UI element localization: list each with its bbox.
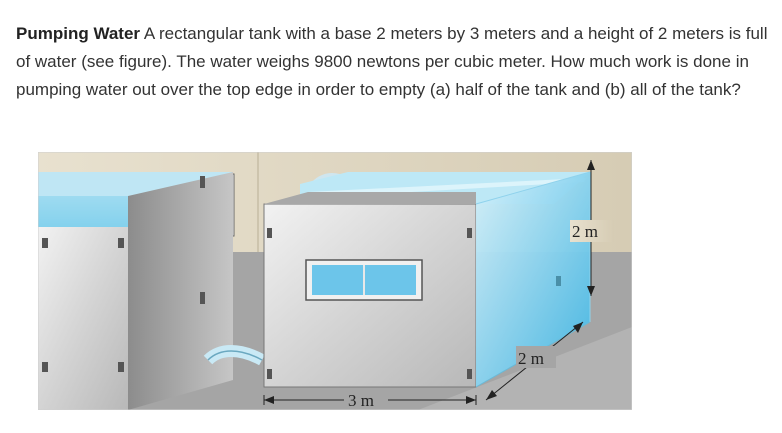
tank-figure: 2 m 2 m 3 m: [37, 151, 633, 415]
width-label: 3 m: [348, 391, 374, 410]
dimension-depth: 2 m: [485, 321, 584, 401]
dimension-height: 2 m: [570, 160, 614, 296]
problem-statement: Pumping Water A rectangular tank with a …: [16, 20, 768, 104]
tank-illustration: 2 m 2 m 3 m: [37, 151, 633, 411]
height-label: 2 m: [572, 222, 598, 241]
problem-text: A rectangular tank with a base 2 meters …: [16, 24, 768, 99]
left-tank: [38, 172, 233, 410]
problem-title: Pumping Water: [16, 24, 141, 43]
tank-side-water: [476, 172, 590, 387]
tank-front: [263, 192, 477, 388]
dimension-width: 3 m: [263, 390, 477, 410]
depth-label: 2 m: [518, 349, 544, 368]
